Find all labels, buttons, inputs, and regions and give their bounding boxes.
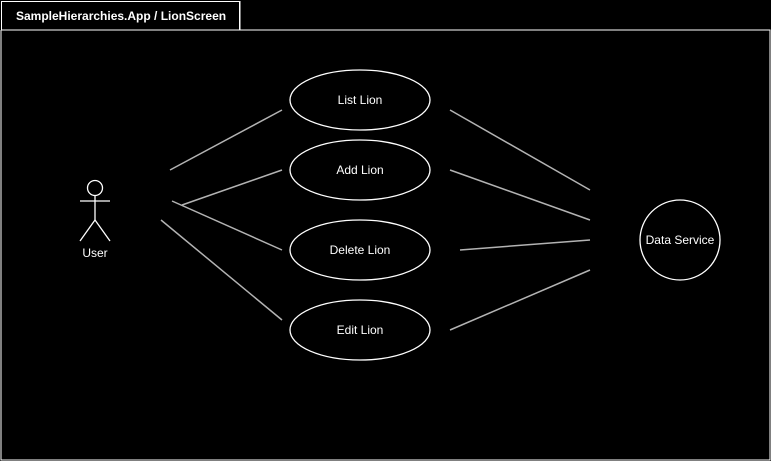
connector-user-add	[181, 169, 283, 206]
use-case-label: Delete Lion	[330, 243, 391, 257]
actor-head	[86, 179, 104, 197]
frame-title-tab: SampleHierarchies.App / LionScreen	[1, 1, 240, 30]
use-case-add-lion[interactable]: Add Lion	[289, 139, 431, 201]
connector-edit-service	[449, 269, 591, 331]
connector-list-service	[449, 109, 591, 191]
connector-add-service	[449, 169, 591, 221]
service-circle	[639, 199, 721, 281]
connector-delete-service	[459, 239, 591, 251]
use-case-delete-lion[interactable]: Delete Lion	[289, 219, 431, 281]
actor-left-leg	[79, 219, 96, 242]
connector-user-edit	[160, 219, 283, 321]
use-case-list-lion[interactable]: List Lion	[289, 69, 431, 131]
use-case-edit-lion[interactable]: Edit Lion	[289, 299, 431, 361]
service-connectors	[449, 109, 591, 331]
connector-user-list	[169, 109, 283, 171]
data-service-node[interactable]: Data Service	[639, 199, 721, 281]
use-case-ellipse	[289, 139, 431, 201]
use-case-ellipse	[289, 69, 431, 131]
user-actor[interactable]	[79, 179, 111, 242]
connector-user-delete	[171, 200, 283, 251]
use-case-ellipse	[289, 219, 431, 281]
use-case-label: List Lion	[338, 93, 383, 107]
actor-right-leg	[94, 219, 111, 242]
use-case-label: Add Lion	[336, 163, 383, 177]
actor-connectors	[160, 109, 283, 321]
use-case-label: Edit Lion	[337, 323, 384, 337]
use-case-ellipse	[289, 299, 431, 361]
actor-label: User	[82, 246, 107, 260]
service-label: Data Service	[646, 233, 715, 247]
